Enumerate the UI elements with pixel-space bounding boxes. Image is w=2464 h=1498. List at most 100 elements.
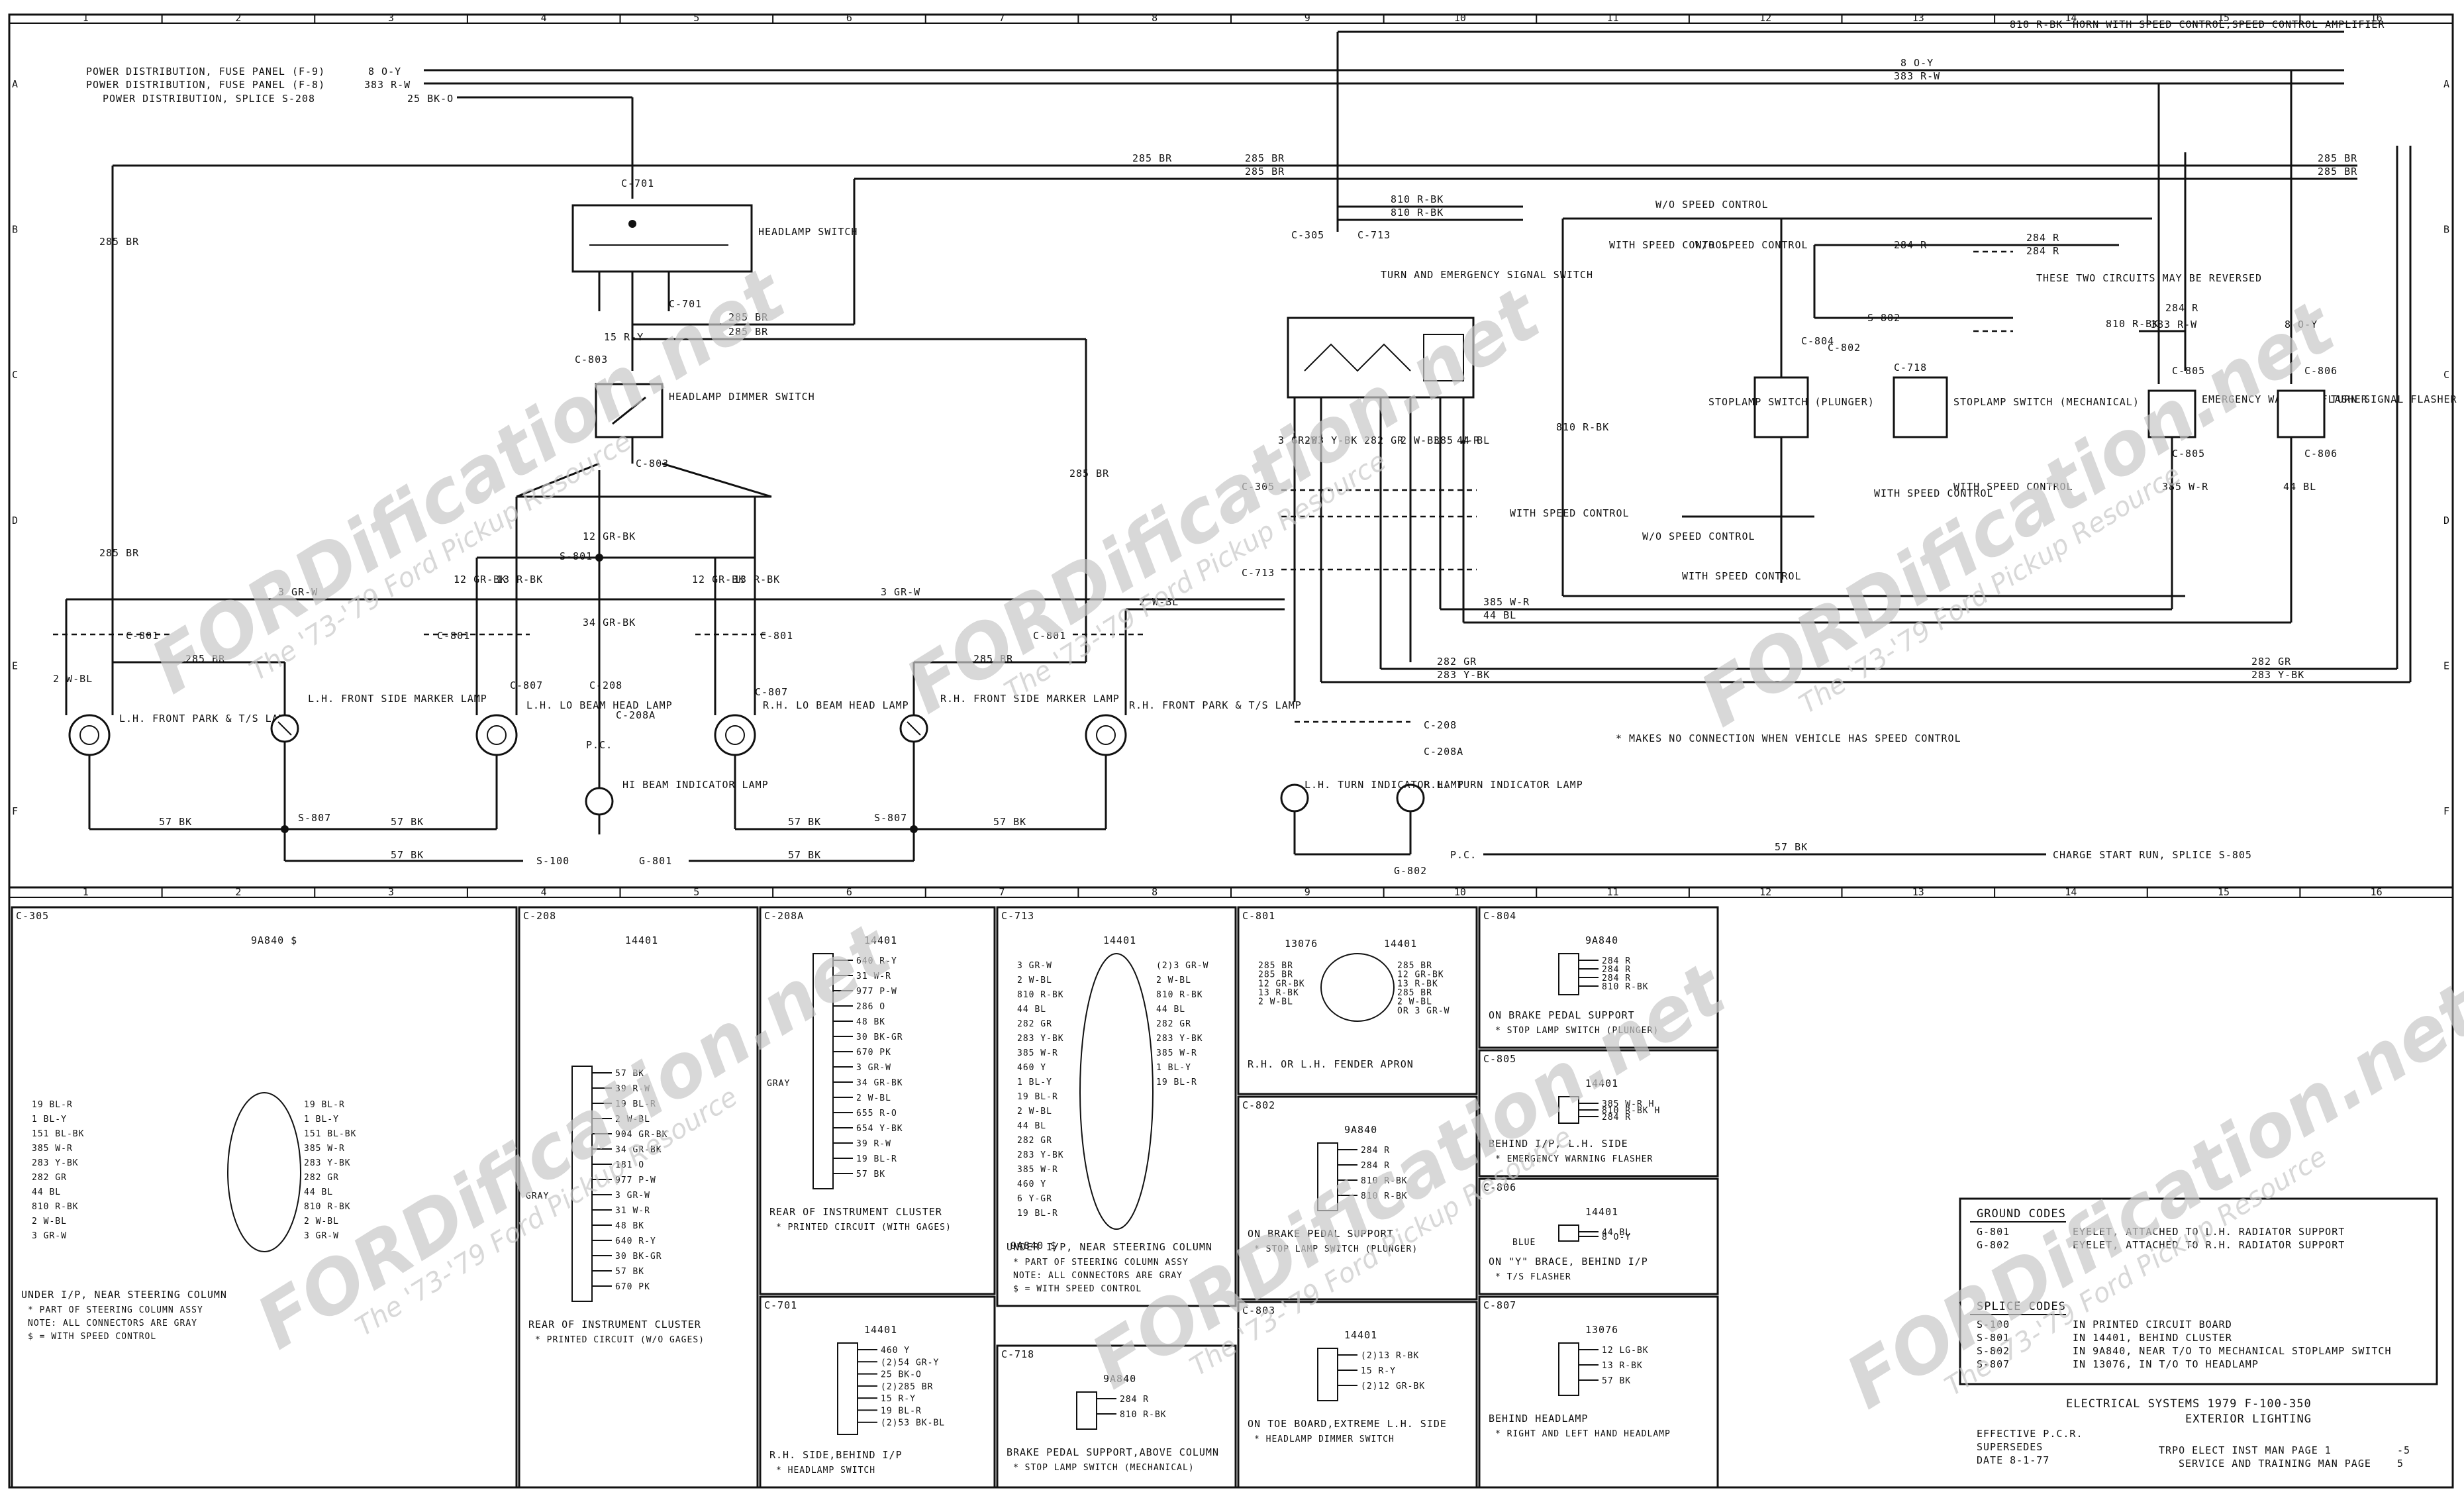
pin-label: 2 W-BL [32,1217,67,1226]
part-number: 14401 [864,1324,897,1336]
turn-flasher-label: TURN SIGNAL FLASHER [2331,393,2457,405]
dimmer-out-hi [662,462,772,498]
panel-frame [1237,906,1478,1095]
panel-id: C-305 [16,910,49,922]
connector-body [1317,1348,1338,1401]
panel-note: * PART OF STEERING COLUMN ASSY [28,1305,203,1315]
panel-note: * PRINTED CIRCUIT (WITH GAGES) [776,1223,952,1232]
effective-label: EFFECTIVE P.C.R. [1977,1428,2083,1440]
wire-285-label-c: 285 BR [1132,152,1172,164]
pin-label: 283 Y-BK [1156,1034,1203,1044]
conn-c713-mid: C-713 [1242,567,1275,579]
dimmer-switch: HEADLAMP DIMMER SWITCH C-803 12 GR-BK S-… [454,383,814,788]
front-lamps: L.H. FRONT PARK & T/S LAMP L.H. FRONT SI… [68,693,1301,816]
pin-label: 977 P-W [856,987,897,997]
panel-note: $ = WITH SPEED CONTROL [28,1332,156,1342]
star-note: * MAKES NO CONNECTION WHEN VEHICLE HAS S… [1616,732,1961,744]
pin-label: 19 BL-R [1017,1209,1058,1219]
pin-label: 30 BK-GR [856,1032,903,1042]
charge-start-label: CHARGE START RUN, SPLICE S-805 [2053,849,2252,861]
pin-label: 13 R-BK [1397,979,1438,989]
grid-number: 1 [83,12,89,24]
panel-note: NOTE: ALL CONNECTORS ARE GRAY [1013,1271,1183,1281]
circuit-3: 3 GR-W 3 GR-W 2 W-BL C-801 C-801 C-801 C… [53,586,1285,715]
wire-385-label-turn: 385 W-R [1434,434,1480,446]
pin-label: 2 W-BL [1258,997,1293,1007]
wire-44-label-flasher: 44 BL [2283,481,2316,493]
pin-label: 3 GR-W [1017,961,1052,971]
wire-282-label-turn: 282 GR [1364,434,1404,446]
grid-letter: E [2443,660,2449,672]
grid-number: 3 [388,12,394,24]
panel-id: C-806 [1483,1181,1516,1193]
grid-number: 10 [1454,886,1466,898]
ground-g801: S-100 [536,855,569,867]
pin-label: 2 W-BL [1156,975,1191,985]
panel-frame [996,906,1237,1307]
panel-frame [759,906,996,1295]
pin-label: 39 R-W [615,1084,650,1094]
pin-label: 57 BK [615,1267,644,1277]
pin-label: 19 BL-R [32,1100,73,1110]
grid-letter: C [12,369,18,381]
panel-note: * STOP LAMP SWITCH (MECHANICAL) [1013,1463,1195,1473]
grid-number: 4 [541,886,547,898]
panel-frame [996,1344,1237,1489]
conn-c701-bottom: C-701 [669,298,702,310]
part-number: 9A840 $ [1010,1240,1057,1252]
rh-marker-label: R.H. FRONT SIDE MARKER LAMP [940,693,1120,705]
pin-label: 3 GR-W [856,1063,891,1073]
stoplamp-plunger-label: STOPLAMP SWITCH (PLUNGER) [1708,396,1875,408]
conn-c713-top: C-713 [1357,229,1391,241]
pin-label: 810 R-BK [1120,1410,1167,1420]
pin-label: 44 BL [1602,1228,1631,1238]
reversed-note: THESE TWO CIRCUITS MAY BE REVERSED [2036,272,2262,284]
panel-note: * STOP LAMP SWITCH (PLUNGER) [1254,1244,1418,1254]
wire-285-label-e: 285 BR [2318,166,2357,177]
grid-letter: F [2443,805,2449,817]
wire-284-label-d: 284 R [2165,302,2198,314]
splice-code: S-802 [1977,1345,2010,1357]
panel-note: * STOP LAMP SWITCH (PLUNGER) [1495,1026,1659,1036]
power-label-f8: POWER DISTRIBUTION, FUSE PANEL (F-8) [86,79,325,91]
panel-id: C-802 [1242,1099,1275,1111]
pin-label: 385 W-R [1017,1048,1058,1058]
pin-label: 44 BL [1156,1005,1185,1015]
pin-label: 8 O-Y [1602,1232,1631,1242]
grid-number: 14 [2065,886,2077,898]
pin-label: 15 R-Y [1361,1366,1396,1376]
pin-label: 285 BR [1397,988,1432,998]
flashers: 383 R-W 8 O-Y C-805 C-806 EMERGENCY WARN… [2147,70,2457,623]
pin-label: 30 BK-GR [615,1252,662,1262]
pin-label: 655 R-O [856,1109,897,1119]
pin-label: (2)3 GR-W [1156,961,1208,971]
turn-switch-label: TURN AND EMERGENCY SIGNAL SWITCH [1381,269,1593,281]
conn-c801-rh-label: C-801 [760,630,793,642]
conn-c801-lh-label: C-801 [126,630,159,642]
pin-label: 1 BL-Y [1017,1077,1052,1087]
pin-label: 2 W-BL [1017,1107,1052,1117]
part-number: 14401 [1585,1077,1618,1089]
grid-number: 9 [1305,886,1310,898]
wire-810-label-c: 810 R-BK [1556,421,1609,433]
pin-label: 282 GR [304,1173,339,1183]
with-speed-label-d: WITH SPEED CONTROL [1874,487,1994,499]
wo-speed-label-b: W/O SPEED CONTROL [1695,239,1808,251]
grid-number: 2 [235,886,241,898]
title-line-2: EXTERIOR LIGHTING [2185,1413,2312,1426]
date-label: DATE 8-1-77 [1977,1454,2049,1466]
gray-label: GRAY [526,1191,549,1201]
headlamp-switch-body [571,204,753,273]
wire-8-label: 8 O-Y [368,66,401,77]
stoplamp-mech-label: STOPLAMP SWITCH (MECHANICAL) [1953,396,2140,408]
with-speed-label-c: WITH SPEED CONTROL [1682,570,1802,582]
pc-label-s100: P.C. [1450,849,1477,861]
